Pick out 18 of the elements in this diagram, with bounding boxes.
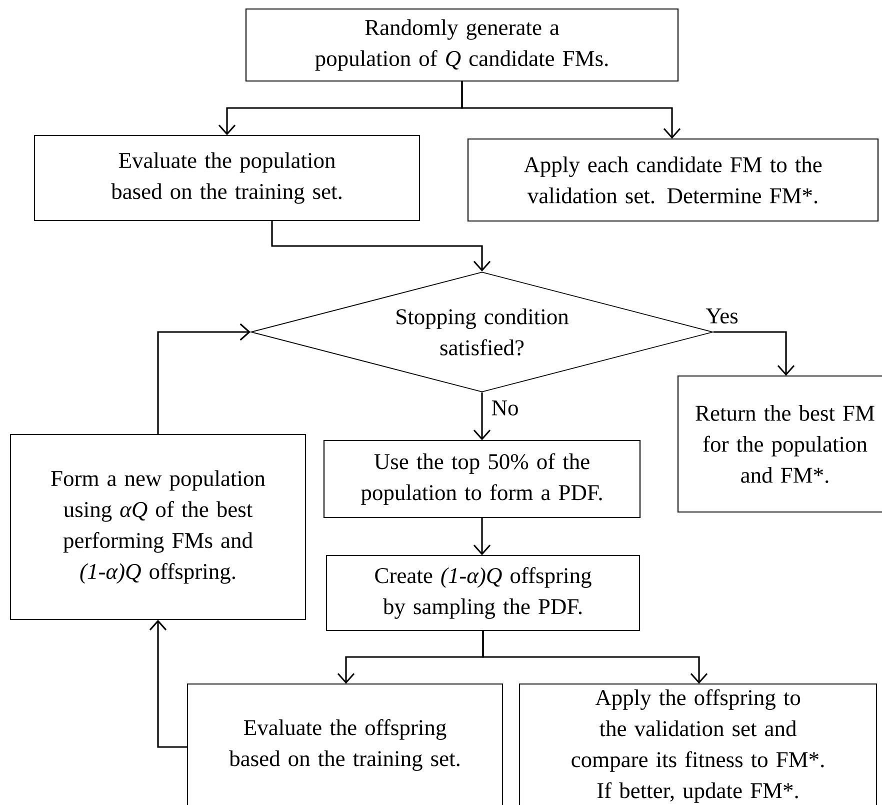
process-box: Return the best FM for the population and FM*. — [677, 375, 882, 513]
process-box: Evaluate the population based on the training set. — [34, 134, 420, 222]
process-box: Evaluate the offspring based on the training set. — [186, 683, 504, 805]
process-box: Form a new population using αQ of the best performing FMs and (1-α)Q offspring. — [10, 434, 306, 620]
arrow — [713, 331, 795, 376]
process-box: Apply each candidate FM to the validation set. Determine FM*. — [467, 138, 879, 222]
arrow — [157, 323, 251, 434]
process-box: Randomly generate a population of Q candidate FMs. — [245, 8, 679, 82]
arrow — [473, 518, 491, 556]
process-box: Create (1-α)Q offspring by sampling the PDF. — [326, 554, 640, 632]
arrow — [271, 220, 491, 272]
edge-label: No — [490, 400, 520, 416]
process-box: Apply the offspring to the validation set and compare its fitness to FM*. If better, update FM*. — [518, 683, 878, 805]
process-box: Use the top 50% of the population to form a PDF. — [323, 440, 641, 518]
arrow — [473, 392, 491, 440]
arrow — [482, 630, 708, 684]
arrow — [149, 620, 188, 748]
arrow — [461, 81, 681, 139]
